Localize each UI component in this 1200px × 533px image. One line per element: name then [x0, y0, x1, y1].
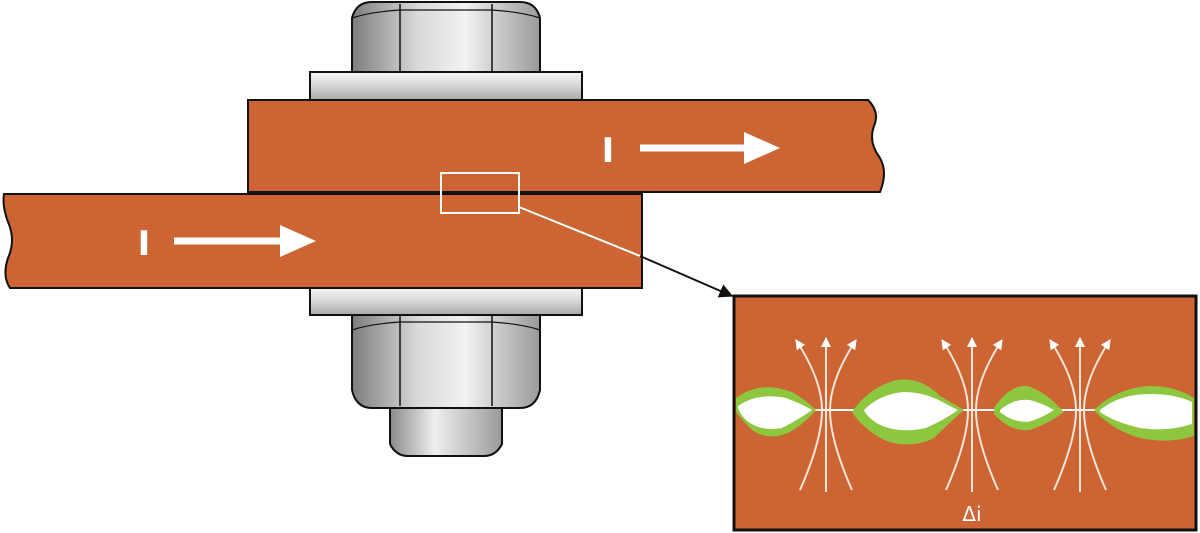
bottom-washer [309, 287, 583, 316]
arrow-right-icon [174, 225, 316, 257]
contact-detail-inset: Δi [732, 294, 1198, 532]
arrow-right-icon [640, 132, 780, 164]
current-flow-lines-3 [1049, 337, 1111, 492]
top-washer [309, 71, 583, 101]
lower-conductor-bar [2, 193, 643, 289]
current-label-upper: I [602, 131, 615, 171]
zoom-leader-white [518, 206, 641, 257]
hex-nut-icon [351, 314, 541, 409]
zoom-region-marker [440, 172, 520, 214]
bolt-shank-tip [389, 407, 503, 457]
current-flow-lines-1 [795, 337, 857, 492]
bolt-head-icon [351, 1, 541, 73]
void-3 [1000, 399, 1054, 422]
void-1 [738, 396, 812, 429]
current-flow-lines-2 [941, 337, 1003, 492]
zoom-leader-black [639, 255, 734, 298]
void-2 [864, 392, 958, 431]
delta-current-label: Δi [962, 502, 981, 526]
current-label-lower: I [138, 224, 151, 264]
upper-conductor-bar [247, 99, 885, 193]
void-4 [1100, 394, 1192, 430]
